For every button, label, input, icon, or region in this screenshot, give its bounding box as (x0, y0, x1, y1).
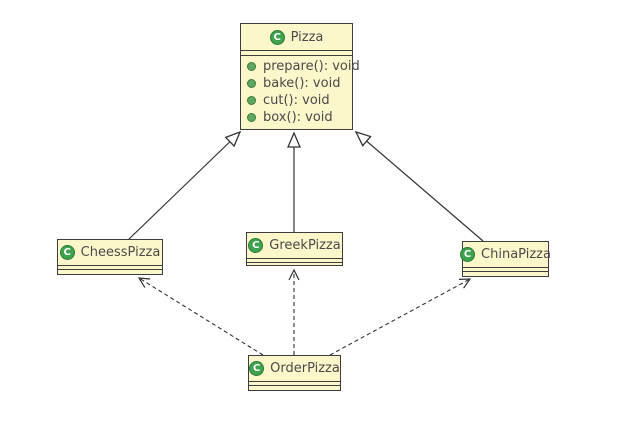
class-icon: C (269, 29, 285, 45)
class-name-label: GreekPizza (269, 238, 341, 253)
edge-generalization-cheesspizza-to-pizza (127, 130, 242, 241)
method-label: prepare(): void (263, 59, 360, 74)
class-node-pizza[interactable]: C Pizza prepare(): void bake(): void cut… (240, 23, 360, 130)
class-name-label: CheessPizza (80, 245, 161, 260)
method-row: box(): void (247, 109, 346, 126)
class-title-greekpizza: C GreekPizza (247, 233, 342, 258)
compartment-separator (241, 55, 352, 56)
method-row: prepare(): void (247, 58, 360, 75)
class-name-label: OrderPizza (270, 361, 340, 376)
method-visibility-icon (247, 96, 256, 105)
method-row: bake(): void (247, 75, 346, 92)
edge-generalization-chinapizza-to-pizza (354, 130, 484, 242)
compartment-separator (241, 50, 352, 51)
compartment-separator (58, 265, 162, 266)
methods-compartment-empty (463, 272, 548, 275)
method-row: cut(): void (247, 92, 346, 109)
method-visibility-icon (247, 113, 256, 122)
class-title-cheesspizza: C CheessPizza (58, 240, 162, 265)
methods-compartment-empty (58, 270, 162, 273)
methods-compartment-empty (247, 263, 342, 266)
class-node-chinapizza[interactable]: C ChinaPizza (460, 241, 551, 277)
class-node-greekpizza[interactable]: C GreekPizza (246, 232, 343, 266)
compartment-separator (463, 267, 548, 268)
method-visibility-icon (247, 79, 256, 88)
method-label: bake(): void (263, 76, 341, 91)
class-icon: C (249, 361, 265, 376)
compartment-separator (247, 258, 342, 259)
method-label: cut(): void (263, 93, 330, 108)
class-node-orderpizza[interactable]: C OrderPizza (248, 355, 341, 391)
class-title-pizza: C Pizza (241, 24, 352, 50)
edge-dependency-orderpizza-to-chinapizza (329, 278, 472, 356)
compartment-separator (58, 269, 162, 270)
compartment-separator (249, 381, 340, 382)
edge-dependency-orderpizza-to-cheesspizza (137, 277, 264, 356)
class-icon: C (460, 247, 476, 262)
compartment-separator (249, 385, 340, 386)
method-visibility-icon (247, 62, 256, 71)
class-title-chinapizza: C ChinaPizza (460, 242, 551, 267)
methods-compartment-empty (249, 386, 340, 389)
methods-compartment: prepare(): void bake(): void cut(): void… (241, 56, 360, 127)
class-node-cheesspizza[interactable]: C CheessPizza (57, 239, 163, 275)
class-icon: C (59, 245, 75, 260)
class-icon: C (248, 238, 264, 253)
class-name-label: Pizza (290, 29, 324, 45)
class-name-label: ChinaPizza (481, 247, 551, 262)
compartment-separator (463, 271, 548, 272)
method-label: box(): void (263, 110, 333, 125)
compartment-separator (247, 262, 342, 263)
class-title-orderpizza: C OrderPizza (249, 356, 340, 381)
